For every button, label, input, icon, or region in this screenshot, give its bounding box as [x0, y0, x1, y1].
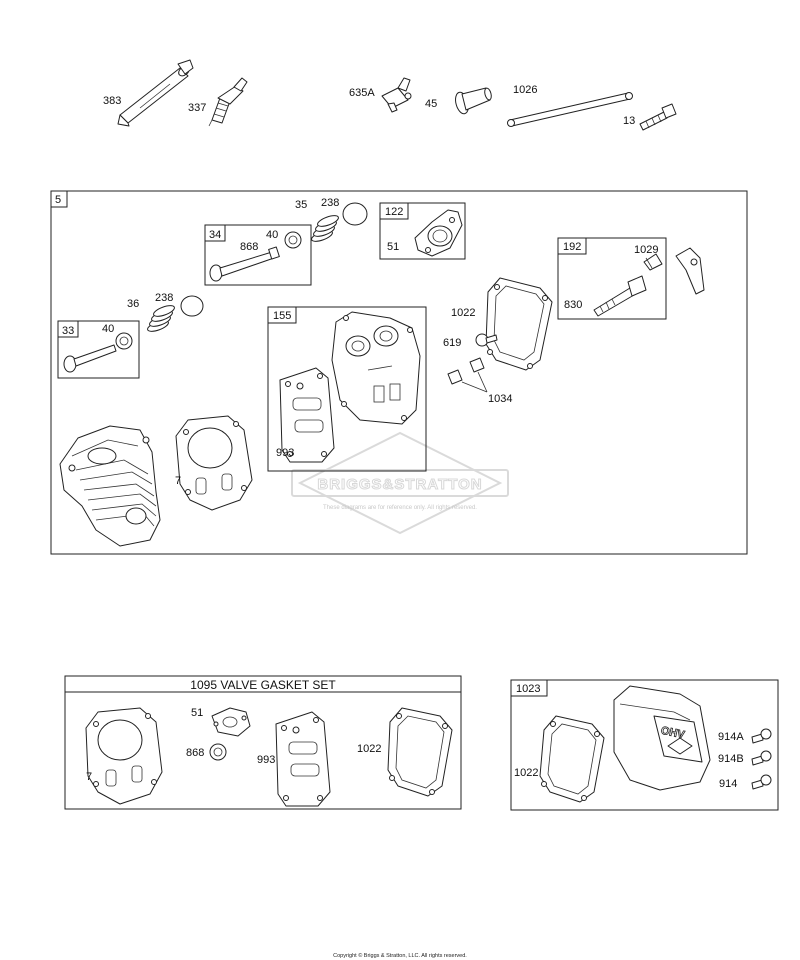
- part-238-retainer-top[interactable]: [342, 202, 368, 226]
- watermark-brand: BRIGGS&STRATTON: [317, 476, 482, 493]
- part-1029-rocker-arm[interactable]: [675, 247, 705, 295]
- part-13-bolt[interactable]: [639, 103, 677, 131]
- assembly-5-tag: [50, 190, 68, 208]
- kit-155-frame: [267, 306, 427, 472]
- label-51-kit: 51: [387, 241, 399, 253]
- label-35: 35: [295, 199, 307, 211]
- label-914B: 914B: [718, 753, 744, 765]
- label-238-lower: 238: [155, 292, 173, 304]
- part-337-spark-plug[interactable]: [208, 77, 248, 127]
- part-993-gasket-set[interactable]: [275, 711, 331, 807]
- copyright-footer: Copyright © Briggs & Stratton, LLC. All …: [333, 952, 467, 959]
- label-192: 192: [563, 241, 581, 253]
- label-337: 337: [188, 102, 206, 114]
- label-868-kit: 868: [240, 241, 258, 253]
- part-51-intake-gasket-set[interactable]: [211, 707, 251, 737]
- part-383-tube[interactable]: [117, 59, 194, 127]
- label-993-kit: 993: [276, 447, 294, 459]
- label-1022-main: 1022: [451, 307, 475, 319]
- part-868-seal-kit[interactable]: [284, 231, 302, 249]
- label-993-set: 993: [257, 754, 275, 766]
- part-1022-gasket-set[interactable]: [387, 707, 453, 797]
- gasket-set-frame: [64, 675, 462, 810]
- label-635A: 635A: [349, 87, 375, 99]
- label-619: 619: [443, 337, 461, 349]
- label-155: 155: [273, 310, 291, 322]
- part-1023-rocker-cover[interactable]: OHV: [613, 685, 711, 791]
- kit-34-frame: [204, 224, 312, 286]
- part-993-gasket-plate[interactable]: [279, 367, 335, 463]
- part-36-spring[interactable]: [146, 303, 175, 333]
- kit-192-frame: [557, 237, 667, 320]
- kit-155-tag: [267, 306, 297, 324]
- part-868-seal-set[interactable]: [209, 743, 227, 761]
- part-7-head-gasket-set[interactable]: [85, 707, 163, 805]
- cover-1023-tag: [510, 679, 548, 697]
- part-7-head-gasket-main[interactable]: [175, 415, 253, 511]
- kit-122-tag: [379, 202, 409, 220]
- cover-ohv-text: OHV: [660, 725, 686, 742]
- part-cylinder-head[interactable]: [59, 425, 161, 547]
- kit-34-tag: [204, 224, 226, 242]
- part-619-screw[interactable]: [475, 333, 498, 347]
- label-5: 5: [55, 194, 61, 206]
- part-830-rocker-stud[interactable]: [593, 253, 663, 317]
- label-40-kit34: 40: [266, 229, 278, 241]
- kit-33-tag: [57, 320, 79, 338]
- label-868-set: 868: [186, 747, 204, 759]
- label-383: 383: [103, 95, 121, 107]
- label-36: 36: [127, 298, 139, 310]
- assembly-5-frame: [50, 190, 748, 555]
- label-830: 830: [564, 299, 582, 311]
- watermark: BRIGGS&STRATTON These diagrams are for r…: [291, 431, 509, 535]
- label-40-kit33: 40: [102, 323, 114, 335]
- label-13: 13: [623, 115, 635, 127]
- label-914: 914: [719, 778, 737, 790]
- part-122-intake-adapter[interactable]: [414, 209, 463, 257]
- part-45-guide[interactable]: [453, 87, 492, 115]
- part-914-screw[interactable]: [751, 774, 772, 790]
- label-45: 45: [425, 98, 437, 110]
- part-1022-cover-gasket-assy[interactable]: [539, 715, 605, 803]
- part-155-head-gasket-plate[interactable]: [331, 311, 421, 425]
- gasket-set-title: 1095 VALVE GASKET SET: [190, 678, 336, 692]
- part-635A-fitting[interactable]: [381, 77, 412, 113]
- kit-122-frame: [379, 202, 466, 260]
- part-914B-screw[interactable]: [751, 750, 772, 766]
- label-122: 122: [385, 206, 403, 218]
- part-1026-push-rod[interactable]: [507, 92, 633, 127]
- label-7-set: 7: [86, 771, 92, 783]
- label-238-top: 238: [321, 197, 339, 209]
- part-34-exhaust-valve[interactable]: [209, 246, 280, 282]
- part-238-retainer-lower[interactable]: [180, 295, 204, 317]
- label-1022-assy: 1022: [514, 767, 538, 779]
- part-914A-screw[interactable]: [751, 728, 772, 744]
- cover-1023-frame: [510, 679, 779, 811]
- part-1034-clips[interactable]: [447, 357, 488, 393]
- watermark-subtext: These diagrams are for reference only. A…: [323, 505, 477, 511]
- part-35-spring[interactable]: [310, 213, 339, 243]
- label-51-set: 51: [191, 707, 203, 719]
- label-34: 34: [209, 229, 221, 241]
- part-33-intake-valve[interactable]: [63, 332, 133, 373]
- label-1029: 1029: [634, 244, 658, 256]
- label-1026: 1026: [513, 84, 537, 96]
- label-1034: 1034: [488, 393, 512, 405]
- label-1023: 1023: [516, 683, 540, 695]
- kit-192-tag: [557, 237, 587, 255]
- label-1022-set: 1022: [357, 743, 381, 755]
- kit-33-frame: [57, 320, 140, 379]
- label-914A: 914A: [718, 731, 744, 743]
- part-1022-cover-gasket[interactable]: [485, 277, 553, 371]
- label-33: 33: [62, 325, 74, 337]
- label-7-main: 7: [175, 475, 181, 487]
